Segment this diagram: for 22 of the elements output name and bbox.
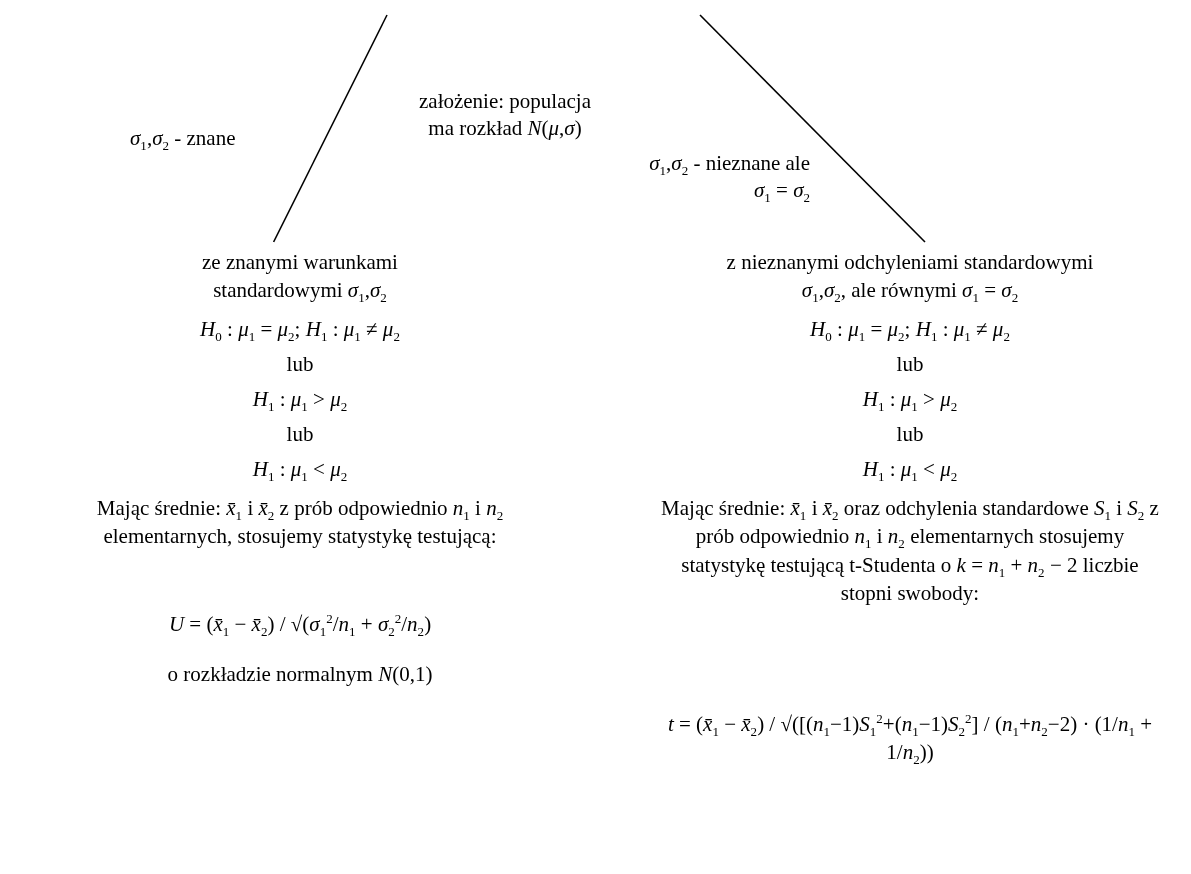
edge-label: σ$_{1}$,σ$_{2}$ - znane <box>130 125 237 153</box>
heading-text: ze znanymi warunkami standardowymi σ$_{1}$,σ$_{2}$ <box>201 249 399 305</box>
connector-text: lub <box>895 351 925 378</box>
formula-text: U = (x̄$_{1}$ − x̄$_{2}$) / √(σ$_{1}$$^{2}$/n$_{1}$ + σ$_{2}$$^{2}$/n$_{2}$) <box>167 610 433 639</box>
hypothesis-text: H$_{1}$ : μ$_{1}$ > μ$_{2}$ <box>251 386 349 414</box>
connector-text: lub <box>895 421 925 448</box>
connector-text: lub <box>285 351 315 378</box>
description-text: Mając średnie: x̄$_{1}$ i x̄$_{2}$ oraz odchylenia standardowe S$_{1}$ i S$_{2}$ z prób odpowiednio n$_{1}$ i n$_{2}$ elementarnych stosujemy statystykę testującą t-Studenta o k = n$_{1}$ + n$_{2}$ − 2 liczbie stopni swobody: <box>660 495 1160 608</box>
edge-label: σ$_{1}$,σ$_{2}$ - nieznane ale σ$_{1}$ = σ$_{2}$ <box>648 150 810 205</box>
hypothesis-text: H$_{0}$ : μ$_{1}$ = μ$_{2}$; H$_{1}$ : μ$_{1}$ ≠ μ$_{2}$ <box>199 316 401 344</box>
description-text: o rozkładzie normalnym N(0,1) <box>166 661 434 688</box>
hypothesis-text: H$_{1}$ : μ$_{1}$ < μ$_{2}$ <box>861 456 959 484</box>
connector-text: lub <box>285 421 315 448</box>
hypothesis-text: H$_{0}$ : μ$_{1}$ = μ$_{2}$; H$_{1}$ : μ$_{1}$ ≠ μ$_{2}$ <box>809 316 1011 344</box>
formula-text: t = (x̄$_{1}$ − x̄$_{2}$) / √([(n$_{1}$−1)S$_{1}$$^{2}$+(n$_{1}$−1)S$_{2}$$^{2}$] / (n$_{1}$+n$_{2}$−2) · (1/n$_{1}$ + 1/n$_{2}$)) <box>666 710 1154 767</box>
connector-line <box>699 14 926 243</box>
hypothesis-text: H$_{1}$ : μ$_{1}$ > μ$_{2}$ <box>861 386 959 414</box>
heading-text: z nieznanymi odchyleniami standardowymi σ$_{1}$,σ$_{2}$, ale równymi σ$_{1}$ = σ$_{2}$ <box>725 249 1095 305</box>
note-text: założenie: populacja ma rozkład N(μ,σ) <box>418 88 592 143</box>
description-text: Mając średnie: x̄$_{1}$ i x̄$_{2}$ z prób odpowiednio n$_{1}$ i n$_{2}$ elementarnych, stosujemy statystykę testującą: <box>95 495 505 551</box>
connector-line <box>272 14 388 243</box>
hypothesis-text: H$_{1}$ : μ$_{1}$ < μ$_{2}$ <box>251 456 349 484</box>
